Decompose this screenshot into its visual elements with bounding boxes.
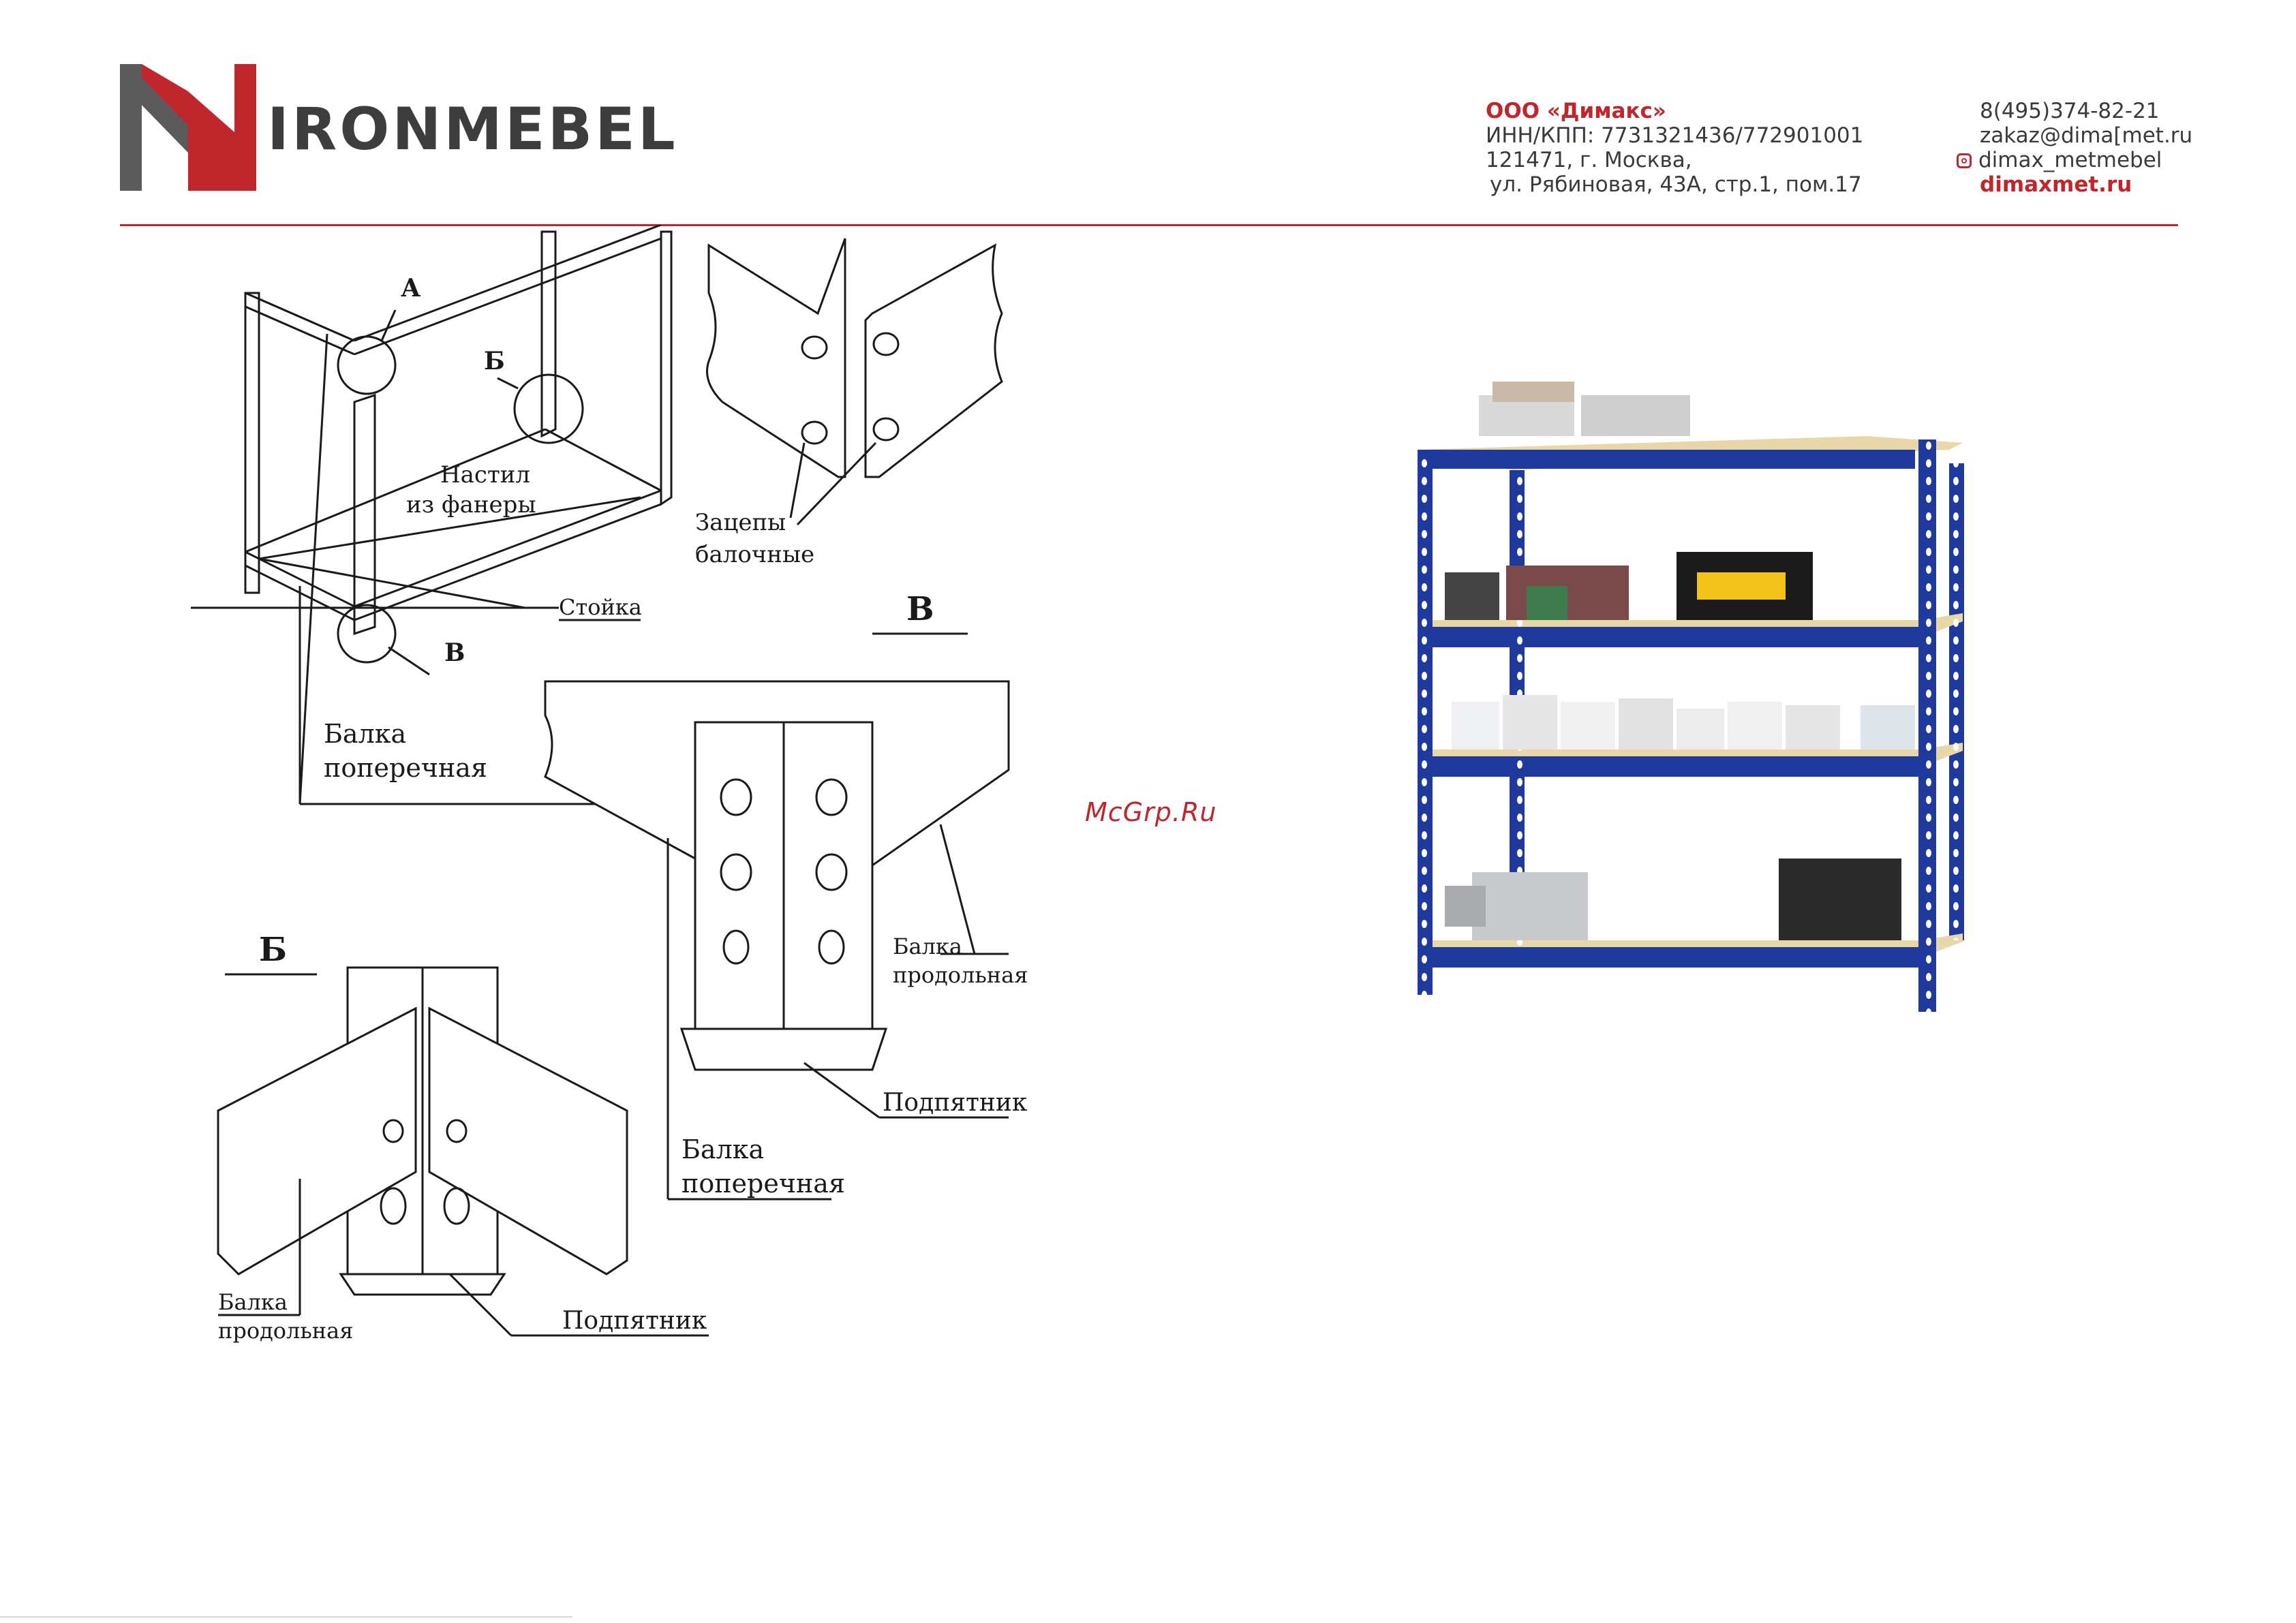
- address-line-2: ул. Рябиновая, 43А, стр.1, пом.17: [1490, 172, 1862, 197]
- post-label: Стойка: [559, 594, 642, 620]
- company-info: ООО «Димакс» ИНН/КПП: 7731321436/7729010…: [1486, 99, 1863, 197]
- long-beam-b-1: Балка: [218, 1289, 288, 1315]
- long-beam-v-2: продольная: [893, 962, 1028, 988]
- website-link[interactable]: dimaxmet.ru: [1980, 172, 2132, 197]
- shelves: [1418, 436, 1963, 968]
- phone-number[interactable]: 8(495)374-82-21: [1980, 99, 2160, 123]
- brand-name: IRONMEBEL: [267, 95, 678, 164]
- paint-cans: [1452, 695, 1915, 749]
- label-v-small: В: [444, 638, 465, 667]
- detail-b: [217, 966, 709, 1337]
- company-inn: ИНН/КПП: 7731321436/772901001: [1486, 123, 1864, 148]
- watermark: McGrp.Ru: [1085, 797, 1217, 827]
- contacts: 8(495)374-82-21 zakaz@dima[met.ru dimax_…: [1957, 99, 2193, 197]
- address-line-1: 121471, г. Москва,: [1486, 148, 1692, 172]
- shelving-rack-photo: [1418, 382, 1964, 1012]
- header-divider: [120, 224, 2178, 226]
- long-beam-v-1: Балка: [893, 933, 962, 959]
- cross-beam-top-2: поперечная: [324, 753, 487, 783]
- label-a: А: [401, 274, 420, 303]
- label-b-small: Б: [484, 347, 505, 375]
- instagram-icon: [1957, 153, 1972, 168]
- cross-beam-v-1: Балка: [682, 1134, 764, 1164]
- cross-beam-top-1: Балка: [324, 719, 406, 749]
- assembly-drawing: А Б В Настил из фанеры Стойка Балка попе…: [191, 225, 1028, 1344]
- instagram-row[interactable]: dimax_metmebel: [1957, 148, 2192, 172]
- email-link[interactable]: zakaz@dima[met.ru: [1980, 123, 2193, 148]
- hooks-label-2: балочные: [695, 541, 814, 568]
- company-name: ООО «Димакс»: [1486, 99, 1666, 123]
- hooks-detail: [706, 238, 1003, 526]
- footer-line: [0, 1616, 572, 1618]
- heading-v: В: [906, 590, 934, 628]
- detail-v: [544, 680, 1010, 1201]
- hooks-label-1: Зацепы: [695, 509, 786, 536]
- long-beam-b-2: продольная: [218, 1318, 353, 1344]
- ironmebel-logo-icon: [120, 64, 256, 191]
- foot-plate-b: Подпятник: [562, 1307, 707, 1335]
- foot-plate-v: Подпятник: [883, 1089, 1028, 1117]
- heading-b: Б: [259, 931, 287, 969]
- instagram-handle[interactable]: dimax_metmebel: [1978, 148, 2162, 172]
- rack-sketch: [191, 225, 673, 805]
- decking-label-2: из фанеры: [406, 491, 536, 519]
- decking-label-1: Настил: [440, 461, 530, 489]
- cross-beam-v-2: поперечная: [682, 1169, 845, 1199]
